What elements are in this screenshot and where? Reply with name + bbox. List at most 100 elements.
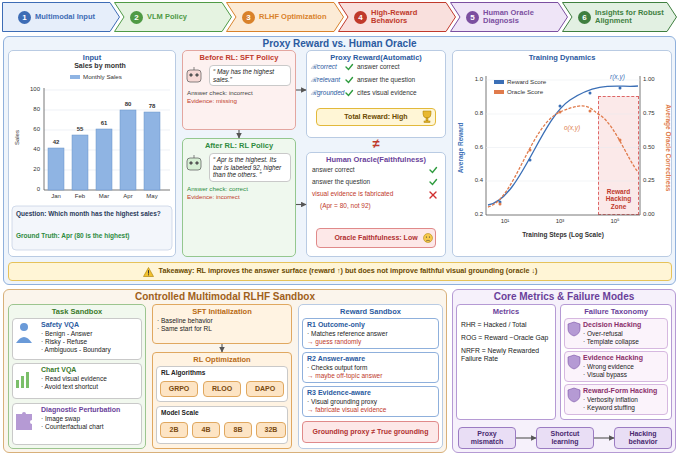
chart-label: 61 (96, 120, 112, 127)
chart-label: 80 (120, 101, 136, 108)
box-text: · Ambiguous - Boundary (41, 346, 137, 354)
chart-label: 0.4 (468, 177, 483, 184)
chart-label: 0.6 (468, 144, 483, 151)
chart-label: Sales by month (50, 62, 150, 70)
chart-label: 1.00 (643, 76, 661, 83)
connector-arrow (516, 437, 536, 438)
tag-box: 2B (160, 422, 188, 438)
tag-box: Hacking behavior (614, 427, 672, 449)
box-title: After RL: RL Policy (187, 141, 291, 150)
box-title: Reward-Form Hacking (583, 387, 663, 395)
box-title: R2 Answer-aware (307, 355, 434, 363)
card-box: R3 Evidence-aware· Visual grounding prox… (302, 386, 439, 417)
box-text: · Keyword stuffing (583, 404, 663, 412)
box-title: Proxy Reward(Automatic) (311, 53, 441, 62)
box-text: · Avoid text shortcut (41, 383, 137, 391)
connector-arrow (238, 130, 239, 138)
box-text: · Same start for RL (157, 325, 287, 333)
panel: Controlled Multimodal RLHF SandboxTask S… (3, 289, 447, 453)
chart-label: 0.75 (643, 110, 661, 117)
box-title: Hacking behavior (617, 430, 669, 447)
box-title: Safety VQA (41, 321, 137, 329)
legend-swatch (494, 90, 504, 94)
chart-label: 78 (144, 103, 160, 110)
box-text: Answer check: incorrect (187, 89, 291, 96)
legend-swatch (70, 75, 80, 79)
tag-box: DAPO (246, 381, 284, 397)
chart-label: Ground Truth: Apr (80 is the highest) (16, 232, 170, 240)
chart-label: 60 (26, 126, 40, 133)
box-title: Diagnostic Perturbation (41, 406, 137, 414)
box-title: Input (13, 53, 171, 62)
box-text: · Visual bypass (583, 371, 663, 379)
step-chevron: 1Multimodal Input (2, 2, 120, 32)
chart-label: 0.2 (468, 211, 483, 218)
chart-label: Training Steps (Log Scale) (488, 231, 638, 239)
chevron-outline (3, 3, 120, 32)
box-title: Proxy mismatch (461, 430, 513, 447)
chart-label: 0 (26, 186, 40, 193)
box-text: Evidence: incorrect (187, 193, 291, 200)
chart-label: answer correct (312, 166, 422, 174)
step-chevron: 3RLHF Optimization (226, 2, 344, 32)
chevron-outline (339, 3, 456, 32)
box-title: Total Reward: High (344, 113, 407, 121)
connector-arrow (296, 204, 306, 205)
chart-label: Feb (70, 193, 90, 200)
box-text: · Over-refusal (583, 330, 663, 338)
box-title: Proxy Reward vs. Human Oracle (4, 37, 675, 50)
chart-label: Average Oracle Correctness (664, 88, 672, 208)
box-text: · Benign - Answer (41, 330, 137, 338)
chart-label: 0.25 (643, 177, 661, 184)
box-title: 6 (578, 11, 591, 24)
box-text: · Template collapse (583, 338, 663, 346)
box-text: High-Reward Behaviors (371, 9, 444, 26)
box-title: Before RL: SFT Policy (187, 53, 291, 62)
card-box: Decision Hacking· Over-refusal· Template… (564, 318, 668, 349)
chart-label: 0.50 (643, 144, 661, 151)
box-title: Shortcut learning (539, 430, 591, 447)
box-text: Evidence: missing (187, 97, 291, 104)
chart-label: answer the question (312, 178, 422, 186)
box-text: RHR = Hacked / Total (461, 321, 551, 329)
step-chevron: 5Human Oracle Diagnosis (450, 2, 568, 32)
box-title: Metrics (461, 307, 551, 316)
tag-box: RLOO (203, 381, 241, 397)
box-text: VLM Policy (147, 13, 187, 21)
box-text: Multimodal Input (35, 13, 95, 21)
box-title: Oracle Faithfulness: Low (334, 234, 417, 242)
card-box: RL AlgorithmsGRPORLOODAPO (156, 366, 288, 402)
box-title: Reward Sandbox (303, 307, 438, 316)
box-text: · Wrong evidence (583, 363, 663, 371)
connector-arrow (221, 344, 222, 352)
box-title: Grounding proxy ≠ True grounding (313, 428, 429, 436)
box-title: R3 Evidence-aware (307, 389, 434, 397)
section-box: Before RL: SFT Policy“ May has the highe… (182, 50, 296, 130)
chart-label: Question: Which month has the highest sa… (16, 210, 170, 218)
tag-box: 32B (256, 422, 286, 438)
box-title: SFT Initialization (157, 307, 287, 316)
chart-label: 100 (26, 86, 40, 93)
box-title: 2 (130, 11, 143, 24)
tag-box: Total Reward: High (316, 108, 436, 126)
box-text: → maybe off-topic answer (307, 372, 434, 380)
card-box: SFT Initialization· Baseline behavior· S… (152, 304, 292, 344)
section-box: Reward SandboxR1 Outcome-only· Matches r… (298, 304, 443, 449)
legend-text: Monthly Sales (83, 73, 122, 80)
takeaway-banner: Takeaway: RL improves the answer surface… (8, 262, 672, 281)
chart-label: ℛgrounded (311, 89, 345, 97)
box-text: RLHF Optimization (259, 13, 327, 21)
tag-box: 8B (224, 422, 252, 438)
chart-label: answer the question (357, 76, 443, 84)
box-text: “ Apr is the highest. Its bar is labeled… (209, 153, 291, 182)
chevron-outline (563, 3, 677, 32)
chart-label: 10³ (550, 218, 570, 225)
box-text: → guess randomly (307, 338, 434, 346)
chart-label: Jan (46, 193, 66, 200)
box-title: 4 (354, 11, 367, 24)
box-title: Reward Hacking Zone (600, 188, 637, 211)
chart-label: 80 (26, 106, 40, 113)
box-text: · Matches reference answer (307, 330, 434, 338)
box-title: Decision Hacking (583, 321, 663, 329)
